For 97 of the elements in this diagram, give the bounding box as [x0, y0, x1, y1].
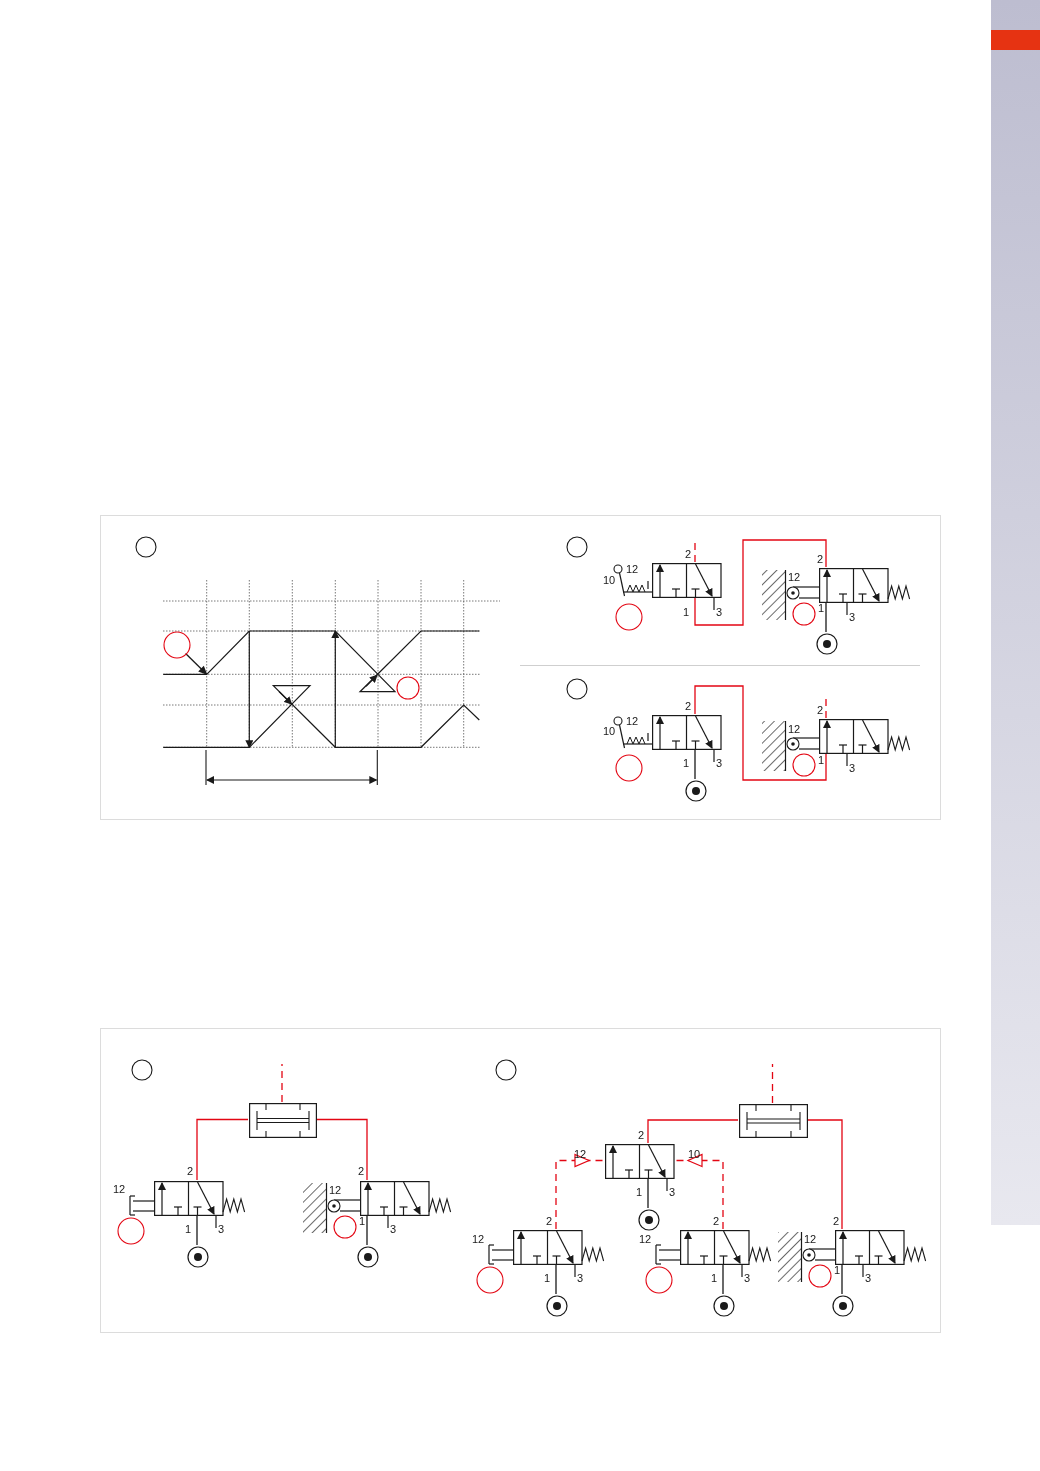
callout-circle	[566, 678, 588, 700]
valve-symbol	[327, 1181, 451, 1216]
air-line	[694, 748, 696, 780]
pressure-source-symbol	[713, 1295, 735, 1317]
pressure-source-symbol	[816, 633, 838, 655]
port-number: 2	[684, 700, 692, 712]
air-line	[315, 1118, 368, 1181]
air-line	[722, 1263, 724, 1295]
marker-circle	[645, 1266, 673, 1294]
callout-circle	[495, 1059, 517, 1081]
port-number: 12	[112, 1183, 126, 1195]
port-number: 2	[637, 1129, 645, 1141]
pressure-source-symbol	[187, 1246, 209, 1268]
air-line	[825, 601, 827, 633]
marker-circle	[476, 1266, 504, 1294]
port-number: 3	[576, 1272, 584, 1284]
marker-circle	[333, 1215, 357, 1239]
callout-circle	[131, 1059, 153, 1081]
marker-circle	[808, 1264, 832, 1288]
air-line	[366, 1214, 368, 1246]
pressure-source-symbol	[832, 1295, 854, 1317]
port-number: 2	[712, 1215, 720, 1227]
port-number: 12	[803, 1233, 817, 1245]
port-number: 1	[817, 754, 825, 766]
marker-circle	[792, 602, 816, 626]
pressure-source-symbol	[357, 1246, 379, 1268]
valve-symbol	[486, 1230, 604, 1265]
port-number: 12	[471, 1233, 485, 1245]
port-number: 1	[184, 1223, 192, 1235]
air-line	[647, 1119, 739, 1144]
port-number: 12	[638, 1233, 652, 1245]
port-number: 2	[545, 1215, 553, 1227]
port-number: 12	[573, 1148, 587, 1160]
port-number: 1	[635, 1186, 643, 1198]
port-number: 1	[358, 1215, 366, 1227]
air-line	[806, 1119, 843, 1230]
air-line	[771, 1063, 774, 1104]
marker-circle	[117, 1217, 145, 1245]
port-number: 3	[668, 1186, 676, 1198]
marker-circle	[396, 676, 420, 700]
air-line	[647, 1177, 649, 1209]
panel-frame	[100, 515, 941, 820]
air-line	[196, 1214, 198, 1246]
port-number: 3	[848, 762, 856, 774]
port-number: 1	[682, 606, 690, 618]
port-number: 10	[687, 1148, 701, 1160]
port-number: 1	[543, 1272, 551, 1284]
port-number: 2	[186, 1165, 194, 1177]
port-number: 2	[816, 704, 824, 716]
port-number: 3	[848, 611, 856, 623]
port-number: 2	[816, 553, 824, 565]
panel-frame	[100, 1028, 941, 1333]
marker-circle	[792, 753, 816, 777]
port-number: 3	[743, 1272, 751, 1284]
port-number: 2	[684, 548, 692, 560]
port-number: 2	[357, 1165, 365, 1177]
port-number: 3	[864, 1272, 872, 1284]
port-number: 1	[710, 1272, 718, 1284]
port-number: 3	[217, 1223, 225, 1235]
port-number: 10	[602, 725, 616, 737]
port-number: 12	[625, 563, 639, 575]
callout-circle	[135, 536, 157, 558]
leader-line	[184, 652, 208, 675]
port-number: 3	[715, 757, 723, 769]
valve-symbol	[802, 1230, 926, 1265]
air-line	[196, 1118, 249, 1181]
port-number: 12	[787, 571, 801, 583]
port-number: 10	[602, 574, 616, 586]
port-number: 3	[389, 1223, 397, 1235]
valve-symbol	[653, 1230, 771, 1265]
callout-circle	[566, 536, 588, 558]
port-number: 1	[817, 602, 825, 614]
port-number: 3	[715, 606, 723, 618]
pressure-source-symbol	[638, 1209, 660, 1231]
port-number: 2	[832, 1215, 840, 1227]
cylinder-symbol	[739, 1104, 808, 1138]
pilot-line	[555, 1153, 605, 1230]
air-line	[281, 1063, 283, 1103]
air-line	[694, 539, 827, 626]
port-number: 1	[833, 1264, 841, 1276]
valve-symbol	[786, 568, 910, 603]
marker-circle	[163, 631, 191, 659]
valve-symbol	[605, 1144, 674, 1179]
port-number: 12	[328, 1184, 342, 1196]
marker-circle	[615, 754, 643, 782]
air-line	[841, 1263, 843, 1295]
air-line	[694, 685, 827, 781]
valve-symbol	[786, 719, 910, 754]
marker-circle	[615, 603, 643, 631]
port-number: 12	[787, 723, 801, 735]
valve-symbol	[127, 1181, 245, 1216]
port-number: 12	[625, 715, 639, 727]
air-line	[555, 1263, 557, 1295]
cylinder-symbol	[249, 1103, 317, 1138]
pressure-source-symbol	[546, 1295, 568, 1317]
pressure-source-symbol	[685, 780, 707, 802]
port-number: 1	[682, 757, 690, 769]
